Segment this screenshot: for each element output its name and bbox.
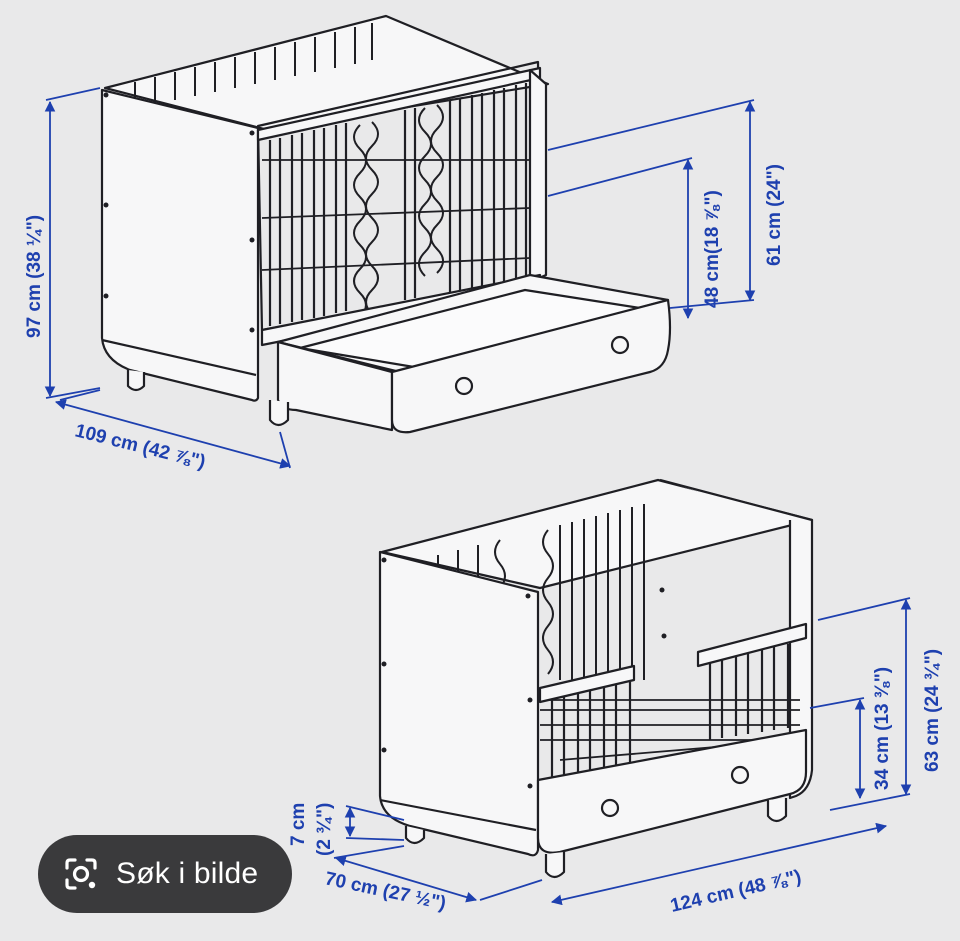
search-in-image-button[interactable]: Søk i bilde xyxy=(38,835,292,913)
bottom-rail-height-label: 34 cm (13 ⅜") xyxy=(872,667,893,790)
search-in-image-label: Søk i bilde xyxy=(116,857,259,890)
bottom-height-label: 63 cm (24 ¾") xyxy=(922,649,943,772)
top-side-height-label: 61 cm (24") xyxy=(764,164,785,266)
top-mattress-height-label: 48 cm(18 ⅞") xyxy=(702,190,723,308)
bottom-crib-drawing xyxy=(378,478,814,879)
top-crib-drawing xyxy=(100,14,672,434)
lens-icon xyxy=(58,851,104,897)
bottom-leg-height-cm-label: 7 cm xyxy=(288,803,309,846)
bottom-length-label: 124 cm (48 ⅞") xyxy=(668,866,803,917)
bottom-depth-label: 70 cm (27 ½") xyxy=(323,868,448,914)
bottom-crib-dimension-lines xyxy=(333,597,912,906)
top-crib-dimension-lines xyxy=(44,87,756,469)
top-height-label: 97 cm (38 ¼") xyxy=(24,215,45,338)
top-width-label: 109 cm (42 ⅞") xyxy=(73,420,208,473)
bottom-leg-height-in-label: (2 ¾") xyxy=(314,803,335,856)
